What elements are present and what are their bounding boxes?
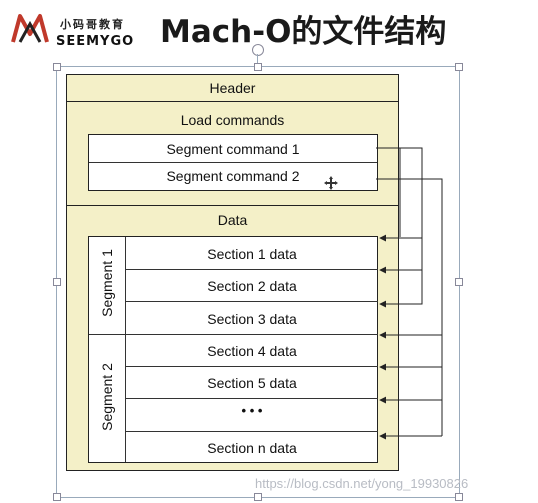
resize-handle-tr[interactable]: [455, 63, 463, 71]
resize-handle-tc[interactable]: [254, 63, 262, 71]
logo-text-en: SEEMYGO: [56, 34, 135, 49]
resize-handle-br[interactable]: [455, 493, 463, 501]
segment-2-label: Segment 2: [99, 363, 115, 431]
page-title: Mach-O的文件结构: [160, 14, 447, 50]
segment-group-divider: [89, 334, 125, 335]
data-sections-box: Segment 1 Segment 2 Section 1 data Secti…: [88, 236, 378, 463]
resize-handle-bl[interactable]: [53, 493, 61, 501]
section-4-data: Section 4 data: [207, 343, 297, 359]
logo-mark-icon: [11, 14, 49, 43]
section-1-data: Section 1 data: [207, 246, 297, 262]
load-commands-label: Load commands: [180, 112, 285, 128]
section-divider: [126, 301, 378, 302]
section-divider: [126, 398, 378, 399]
section-ellipsis: • • •: [241, 403, 263, 418]
rotate-handle-icon[interactable]: [252, 44, 264, 56]
rotate-handle-line: [257, 54, 258, 66]
section-divider: [126, 269, 378, 270]
section-divider: [126, 334, 378, 335]
load-commands-divider: [67, 205, 398, 206]
watermark-url: https://blog.csdn.net/yong_19930826: [255, 476, 469, 491]
logo: 小码哥教育 SEEMYGO: [6, 6, 156, 50]
section-divider: [126, 431, 378, 432]
section-2-data: Section 2 data: [207, 278, 297, 294]
resize-handle-tl[interactable]: [53, 63, 61, 71]
logo-text-cn: 小码哥教育: [60, 18, 125, 31]
segment-label-column-divider: [125, 237, 126, 462]
section-list: Section 1 data Section 2 data Section 3 …: [126, 237, 378, 462]
resize-handle-ml[interactable]: [53, 278, 61, 286]
segment-command-divider: [89, 162, 377, 163]
section-divider: [126, 366, 378, 367]
section-n-data: Section n data: [207, 440, 297, 456]
resize-handle-bc[interactable]: [254, 493, 262, 501]
segment-command-1: Segment command 1: [166, 141, 300, 157]
move-cursor-icon: [324, 176, 338, 190]
section-3-data: Section 3 data: [207, 311, 297, 327]
segment-command-2: Segment command 2: [166, 168, 300, 184]
macho-diagram[interactable]: Header Load commands Segment command 1 S…: [66, 74, 399, 471]
segment-1-label: Segment 1: [99, 249, 115, 317]
header-label: Header: [209, 80, 256, 96]
data-label: Data: [217, 212, 248, 228]
header-divider: [67, 101, 398, 102]
section-5-data: Section 5 data: [207, 375, 297, 391]
resize-handle-mr[interactable]: [455, 278, 463, 286]
